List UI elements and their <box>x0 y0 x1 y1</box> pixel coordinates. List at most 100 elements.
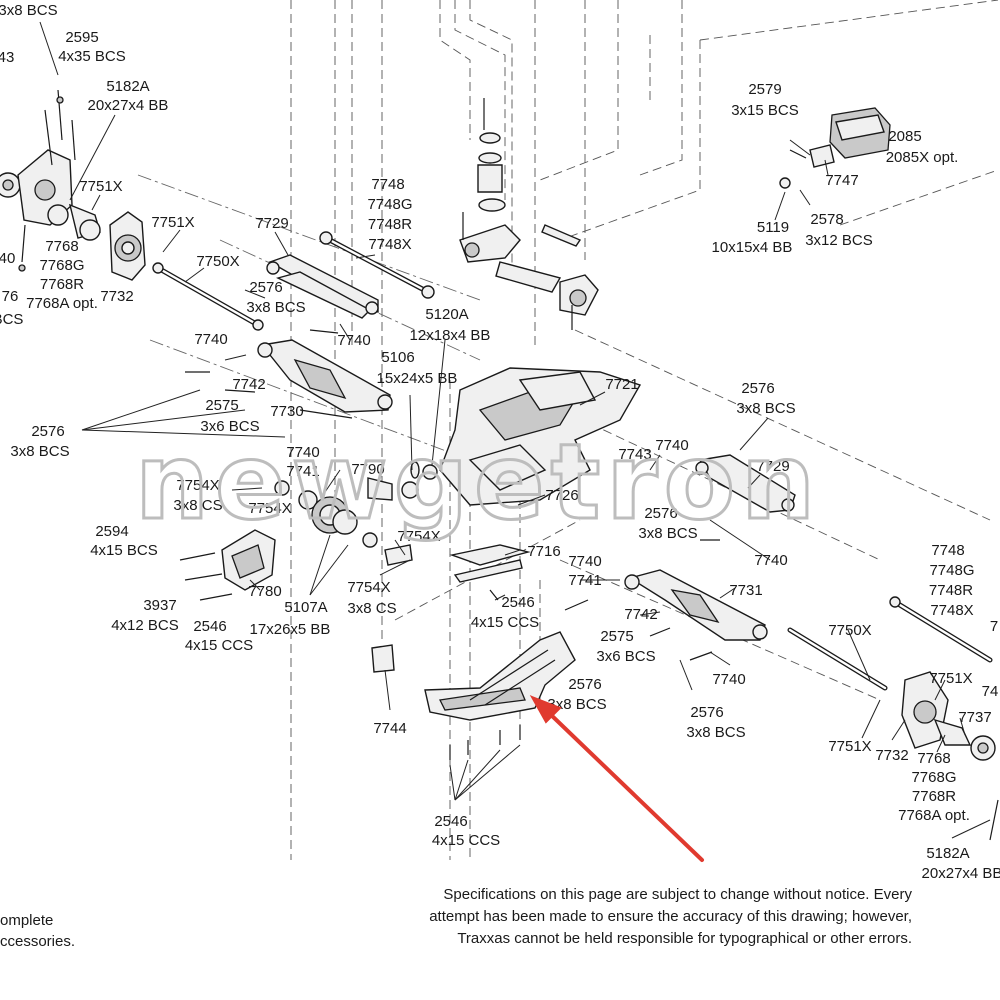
notice-line-2: attempt has been made to ensure the accu… <box>429 908 912 925</box>
label-4x15ccs-c: 4x15 CCS <box>432 832 500 849</box>
label-7768r: 7768R <box>40 276 84 293</box>
label-7768g-b: 7768G <box>911 769 956 786</box>
label-40-cut: 40 <box>0 250 15 267</box>
label-4x12bcs: 4x12 BCS <box>111 617 179 634</box>
bellcrank-stack <box>459 98 599 330</box>
label-7741: 7741 <box>286 463 319 480</box>
label-3x12bcs: 3x12 BCS <box>805 232 873 249</box>
label-7754x-d: 7754X <box>347 579 390 596</box>
cut-text-line-1: omplete <box>0 912 54 929</box>
label-7740-b: 7740 <box>194 331 227 348</box>
label-7751x-a: 7751X <box>79 178 122 195</box>
camber-link-left <box>319 231 435 299</box>
label-7768: 7768 <box>45 238 78 255</box>
label-7729: 7729 <box>255 215 288 232</box>
skid-bracket <box>449 544 531 583</box>
right-knuckle-assembly <box>901 671 999 841</box>
label-7754x-c: 7754X <box>397 528 440 545</box>
label-7751x-d: 7751X <box>828 738 871 755</box>
label-7768a-opt: 7768A opt. <box>26 295 98 312</box>
label-4x15ccs-b: 4x15 CCS <box>471 614 539 631</box>
label-7747: 7747 <box>825 172 858 189</box>
label-2576-d: 2576 <box>644 505 677 522</box>
tie-rod-left <box>152 262 264 331</box>
label-3x8cs-b: 3x8 CS <box>347 600 396 617</box>
label-7742-b: 7742 <box>624 606 657 623</box>
label-7742: 7742 <box>232 376 265 393</box>
label-5182a: 5182A <box>106 78 149 95</box>
label-2546-b: 2546 <box>501 594 534 611</box>
label-7737: 7737 <box>958 709 991 726</box>
label-7754x-b: 7754X <box>248 500 291 517</box>
label-5107a: 5107A <box>284 599 327 616</box>
gearbox-housing <box>221 529 276 591</box>
notice-line-1: Specifications on this page are subject … <box>443 886 912 903</box>
differential-assembly <box>274 461 438 566</box>
label-10x15x4bb: 10x15x4 BB <box>712 239 793 256</box>
leader-lines <box>39 21 991 839</box>
label-2576-b: 2576 <box>31 423 64 440</box>
cut-text-line-2: ccessories. <box>0 933 76 950</box>
label-7716: 7716 <box>527 543 560 560</box>
label-20x27x4bb: 20x27x4 BB <box>88 97 169 114</box>
label-7731: 7731 <box>729 582 762 599</box>
left-knuckle-assembly <box>0 89 146 281</box>
label-7748x: 7748X <box>368 236 411 253</box>
label-7754x-a: 7754X <box>176 477 219 494</box>
disclaimer-notice: Specifications on this page are subject … <box>300 884 912 950</box>
chassis <box>439 367 642 506</box>
lower-arm-left <box>257 339 393 419</box>
servo <box>779 107 891 189</box>
notice-line-3: Traxxas cannot be held responsible for t… <box>457 930 912 947</box>
label-3x8bcs-f: 3x8 BCS <box>547 696 606 713</box>
label-7740-c: 7740 <box>286 444 319 461</box>
lower-arm-right <box>624 569 768 641</box>
label-7740-d: 7740 <box>655 437 688 454</box>
label-bcs-cut: BCS <box>0 311 23 328</box>
label-5120a: 5120A <box>425 306 468 323</box>
label-2578: 2578 <box>810 211 843 228</box>
label-7768-b: 7768 <box>917 750 950 767</box>
label-7741-b: 7741 <box>568 572 601 589</box>
red-arrow <box>529 695 704 862</box>
label-7740-g: 7740 <box>712 671 745 688</box>
label-7748g: 7748G <box>367 196 412 213</box>
label-2576-e: 2576 <box>690 704 723 721</box>
label-7748g-b: 7748G <box>929 562 974 579</box>
upper-arm-left <box>266 254 379 319</box>
label-7748: 7748 <box>371 176 404 193</box>
label-2594: 2594 <box>95 523 128 540</box>
label-4x15ccs-a: 4x15 CCS <box>185 637 253 654</box>
label-15x24x5bb: 15x24x5 BB <box>377 370 458 387</box>
label-2546-c: 2546 <box>434 813 467 830</box>
label-7740-a: 7740 <box>337 332 370 349</box>
label-3x6bcs-b: 3x6 BCS <box>596 648 655 665</box>
label-7721: 7721 <box>605 376 638 393</box>
label-2576-f: 2576 <box>568 676 601 693</box>
label-2546-a: 2546 <box>193 618 226 635</box>
label-7748-b: 7748 <box>931 542 964 559</box>
label-2575: 2575 <box>205 397 238 414</box>
label-3x8bcs-a: 3x8 BCS <box>246 299 305 316</box>
camber-link-right <box>889 596 993 663</box>
label-17x26x5bb: 17x26x5 BB <box>250 621 331 638</box>
label-4x35bcs: 4x35 BCS <box>58 48 126 65</box>
label-7751x-b: 7751X <box>151 214 194 231</box>
label-43-cut: 43 <box>0 49 14 66</box>
part-labels: 3x8 BCS 2595 4x35 BCS 43 5182A 20x27x4 B… <box>0 2 1000 882</box>
label-7732-b: 7732 <box>875 747 908 764</box>
label-7748r-b: 7748R <box>929 582 973 599</box>
label-2085x-opt: 2085X opt. <box>886 149 959 166</box>
skid-plate <box>371 631 576 760</box>
label-3x8cs-a: 3x8 CS <box>173 497 222 514</box>
label-2085: 2085 <box>888 128 921 145</box>
label-74-cut: 74 <box>982 683 999 700</box>
label-7726: 7726 <box>545 487 578 504</box>
label-7744: 7744 <box>373 720 406 737</box>
label-3x6bcs: 3x6 BCS <box>200 418 259 435</box>
label-2579: 2579 <box>748 81 781 98</box>
label-7729-b: 7729 <box>756 458 789 475</box>
label-3x8bcs-d: 3x8 BCS <box>638 525 697 542</box>
label-7768g: 7768G <box>39 257 84 274</box>
label-20x27x4bb-b: 20x27x4 BB <box>922 865 1000 882</box>
